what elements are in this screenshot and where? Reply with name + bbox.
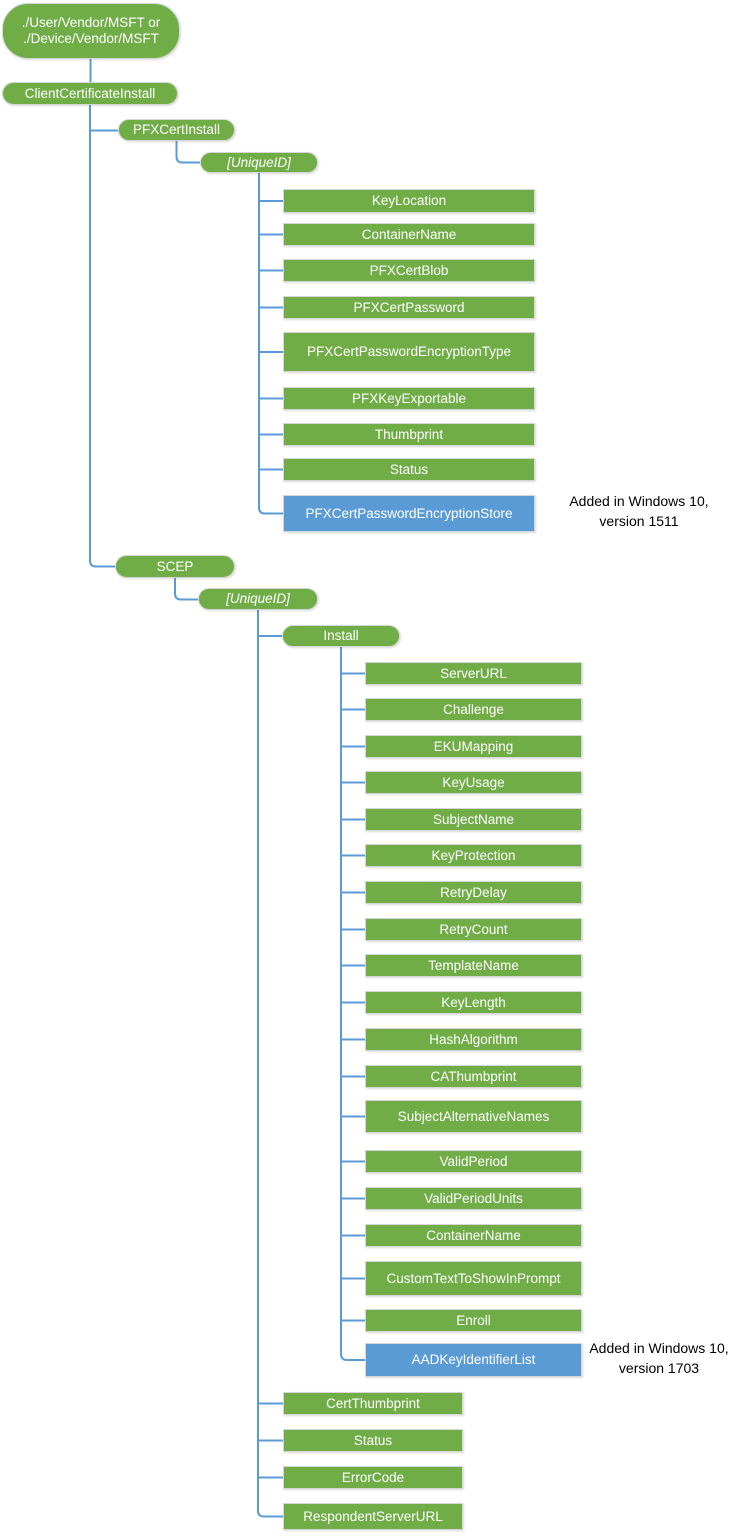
- annotation-version-1511-line1: Added in Windows 10,: [569, 493, 709, 509]
- node-cathumbprint: CAThumbprint: [365, 1065, 582, 1088]
- annotation-version-1511-line2: version 1511: [599, 513, 679, 529]
- node-pfxcertblob: PFXCertBlob: [283, 259, 535, 282]
- node-templatename: TemplateName: [365, 954, 582, 977]
- node-pfxcertpasswordencryptionstore: PFXCertPasswordEncryptionStore: [283, 495, 535, 532]
- node-status-pfx: Status: [283, 458, 535, 481]
- node-keylength: KeyLength: [365, 991, 582, 1014]
- node-retrycount: RetryCount: [365, 918, 582, 941]
- annotation-version-1511: Added in Windows 10, version 1511: [536, 491, 742, 531]
- node-pfx-uniqueid: [UniqueID]: [200, 152, 318, 173]
- node-subjectalternativenames: SubjectAlternativeNames: [365, 1100, 582, 1133]
- node-root-line1: ./User/Vendor/MSFT or: [21, 15, 161, 31]
- node-pfxcertpassword: PFXCertPassword: [283, 296, 535, 319]
- node-pfxcertpasswordencryptiontype: PFXCertPasswordEncryptionType: [283, 332, 535, 372]
- node-certthumbprint: CertThumbprint: [283, 1392, 463, 1415]
- node-scep-uniqueid: [UniqueID]: [198, 588, 318, 610]
- annotation-version-1703-line2: version 1703: [618, 1360, 700, 1376]
- node-pfxcertinstall: PFXCertInstall: [118, 119, 235, 141]
- node-install: Install: [282, 625, 400, 647]
- node-validperiod: ValidPeriod: [365, 1150, 582, 1173]
- node-retrydelay: RetryDelay: [365, 881, 582, 904]
- node-thumbprint: Thumbprint: [283, 423, 535, 446]
- node-respondentserverurl: RespondentServerURL: [283, 1503, 463, 1530]
- node-hashalgorithm: HashAlgorithm: [365, 1028, 582, 1051]
- node-keyprotection: KeyProtection: [365, 844, 582, 867]
- node-pfxkeyexportable: PFXKeyExportable: [283, 387, 535, 410]
- node-customtexttoshowinprompt: CustomTextToShowInPrompt: [365, 1261, 582, 1296]
- node-keylocation: KeyLocation: [283, 189, 535, 213]
- node-status-scep: Status: [283, 1429, 463, 1452]
- node-enroll: Enroll: [365, 1309, 582, 1332]
- node-keyusage: KeyUsage: [365, 771, 582, 794]
- node-challenge: Challenge: [365, 698, 582, 721]
- annotation-version-1703: Added in Windows 10, version 1703: [562, 1338, 751, 1378]
- node-ekumapping: EKUMapping: [365, 735, 582, 758]
- annotation-version-1703-line1: Added in Windows 10,: [589, 1340, 729, 1356]
- node-serverurl: ServerURL: [365, 662, 582, 685]
- node-containername-pfx: ContainerName: [283, 223, 535, 246]
- node-scep: SCEP: [115, 555, 235, 578]
- node-root-line2: ./Device/Vendor/MSFT: [23, 31, 159, 46]
- node-aadkeyidentifierlist: AADKeyIdentifierList: [365, 1343, 582, 1377]
- node-root: ./User/Vendor/MSFT or ./Device/Vendor/MS…: [2, 3, 180, 59]
- node-errorcode: ErrorCode: [283, 1466, 463, 1489]
- node-validperiodunits: ValidPeriodUnits: [365, 1187, 582, 1210]
- node-clientcertificateinstall: ClientCertificateInstall: [2, 82, 178, 105]
- node-subjectname: SubjectName: [365, 808, 582, 831]
- node-containername-scep-install: ContainerName: [365, 1224, 582, 1247]
